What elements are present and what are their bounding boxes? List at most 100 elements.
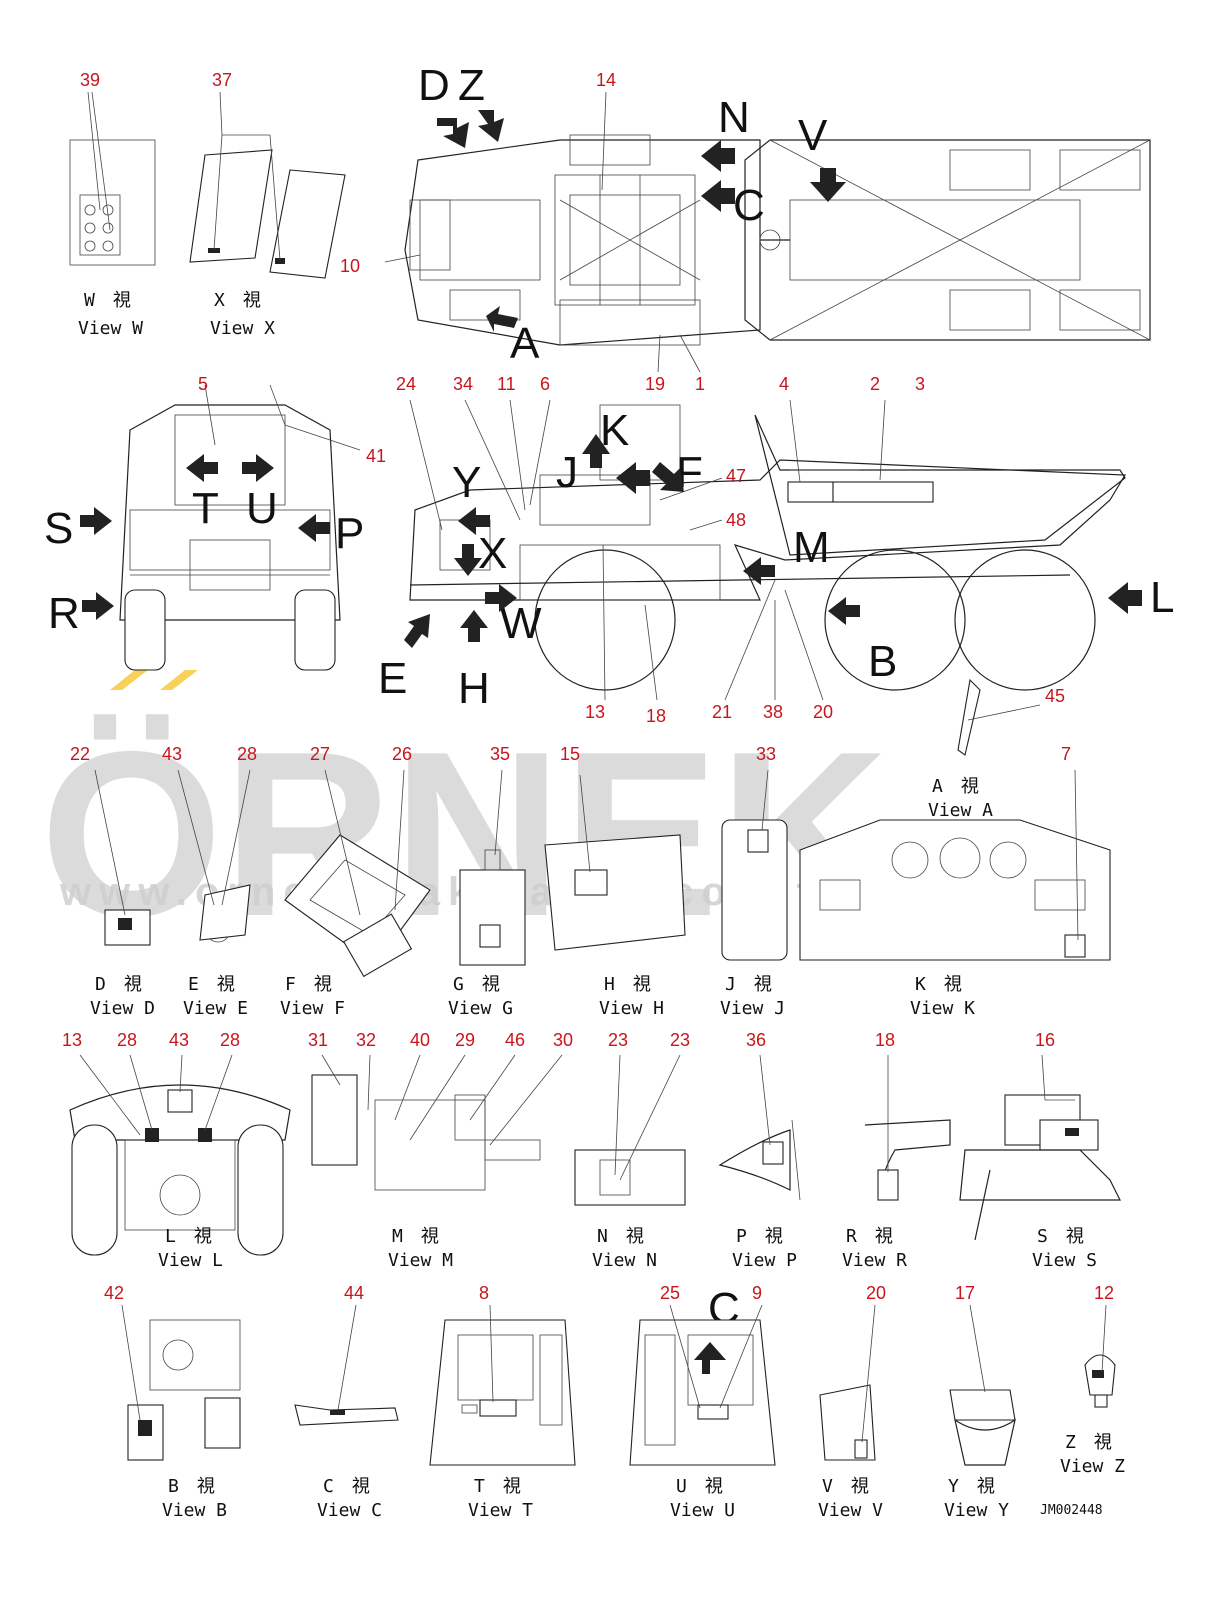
view-m-en: View M <box>388 1250 453 1271</box>
view-u-drawing <box>629 1304 776 1466</box>
view-n-en: View N <box>592 1250 657 1271</box>
callout-21: 21 <box>712 702 732 722</box>
callout-48: 48 <box>726 510 746 530</box>
view-r-en: View R <box>842 1250 907 1271</box>
view-b-drawing <box>121 1304 241 1461</box>
view-arrows-side <box>404 434 1142 648</box>
view-b-en: View B <box>162 1500 227 1521</box>
view-letter-a: A <box>510 319 540 368</box>
callout-34: 34 <box>453 374 473 394</box>
view-d-en: View D <box>90 998 155 1019</box>
arrow-z-icon <box>478 110 504 142</box>
callout-25: 25 <box>660 1283 680 1303</box>
callout-5: 5 <box>198 374 208 394</box>
view-letter-e: E <box>378 654 407 703</box>
watermark-accent-icon <box>160 670 198 690</box>
callout-14: 14 <box>596 70 616 90</box>
view-letter-s: S <box>44 504 73 553</box>
view-m-drawing <box>311 1054 563 1191</box>
callout-47: 47 <box>726 466 746 486</box>
callout-11: 11 <box>497 374 516 394</box>
arrow-w-icon <box>485 584 517 612</box>
view-d-jp: D 視 <box>95 974 142 995</box>
rear-view-drawing <box>119 384 361 671</box>
callout-45: 45 <box>1045 686 1065 706</box>
callout-4: 4 <box>779 374 789 394</box>
arrow-t-icon <box>186 454 218 482</box>
view-t-jp: T 視 <box>474 1476 521 1497</box>
view-n-jp: N 視 <box>597 1226 644 1247</box>
callout-12: 12 <box>1094 1283 1114 1303</box>
arrow-r-icon <box>82 592 114 620</box>
callout-15: 15 <box>560 744 580 764</box>
arrow-y-icon <box>458 507 490 535</box>
view-p-drawing <box>718 1054 801 1201</box>
view-letter-j: J <box>556 448 578 497</box>
view-e-jp: E 視 <box>188 974 235 995</box>
callout-28-l1: 28 <box>117 1030 137 1050</box>
view-y-drawing <box>949 1304 1016 1466</box>
view-z-jp: Z 視 <box>1065 1432 1112 1453</box>
view-j-drawing <box>721 769 788 961</box>
callout-24: 24 <box>396 374 416 394</box>
view-t-drawing <box>429 1304 576 1466</box>
callout-27: 27 <box>310 744 330 764</box>
callout-33: 33 <box>756 744 776 764</box>
arrow-p-icon <box>298 514 330 542</box>
view-letter-z: Z <box>458 61 485 110</box>
callout-42: 42 <box>104 1283 124 1303</box>
callout-23-n2: 23 <box>670 1030 690 1050</box>
callout-17: 17 <box>955 1283 975 1303</box>
arrow-f-icon <box>652 462 684 492</box>
view-letter-r: R <box>48 589 80 638</box>
view-g-en: View G <box>448 998 513 1019</box>
view-v-jp: V 視 <box>822 1476 869 1497</box>
view-j-en: View J <box>720 998 785 1019</box>
view-k-en: View K <box>910 998 975 1019</box>
view-s-en: View S <box>1032 1250 1097 1271</box>
arrow-h-icon <box>460 610 488 642</box>
callout-28-e: 28 <box>237 744 257 764</box>
top-plan-view <box>404 134 1151 346</box>
arrow-v-icon <box>810 168 846 202</box>
callout-26: 26 <box>392 744 412 764</box>
arrow-n-icon <box>701 140 735 172</box>
view-letter-p: P <box>335 509 364 558</box>
view-letter-d: D <box>418 61 450 110</box>
callout-43-e: 43 <box>162 744 182 764</box>
view-d-drawing <box>94 769 151 946</box>
view-letter-m: M <box>793 523 830 572</box>
view-w-jp: W 視 <box>84 290 131 311</box>
view-a-en: View A <box>928 800 993 821</box>
view-r-drawing <box>864 1055 951 1201</box>
view-x-drawing <box>189 91 346 279</box>
view-n-drawing <box>574 1054 686 1206</box>
view-l-drawing <box>69 1054 291 1256</box>
view-y-jp: Y 視 <box>948 1476 995 1497</box>
view-u-en: View U <box>670 1500 735 1521</box>
callout-20-v: 20 <box>866 1283 886 1303</box>
callout-10: 10 <box>340 256 360 276</box>
view-letter-u: U <box>246 484 278 533</box>
view-e-drawing <box>177 769 251 943</box>
view-l-en: View L <box>158 1250 223 1271</box>
arrow-m-icon <box>743 557 775 585</box>
view-z-drawing <box>1084 1304 1116 1408</box>
callout-13-side: 13 <box>585 702 605 722</box>
arrow-l-icon <box>1108 582 1142 614</box>
callout-9: 9 <box>752 1283 762 1303</box>
view-arrows-top <box>437 110 846 332</box>
view-f-drawing <box>284 769 431 978</box>
callout-41: 41 <box>366 446 386 466</box>
view-u-jp: U 視 <box>676 1476 723 1497</box>
drawing-code: JM002448 <box>1040 1503 1103 1518</box>
view-p-jp: P 視 <box>736 1226 783 1247</box>
callout-6: 6 <box>540 374 550 394</box>
callout-30: 30 <box>553 1030 573 1050</box>
view-letter-b: B <box>868 637 897 686</box>
callout-44: 44 <box>344 1283 364 1303</box>
view-f-jp: F 視 <box>285 974 332 995</box>
view-k-jp: K 視 <box>915 974 962 995</box>
arrow-u-icon <box>242 454 274 482</box>
